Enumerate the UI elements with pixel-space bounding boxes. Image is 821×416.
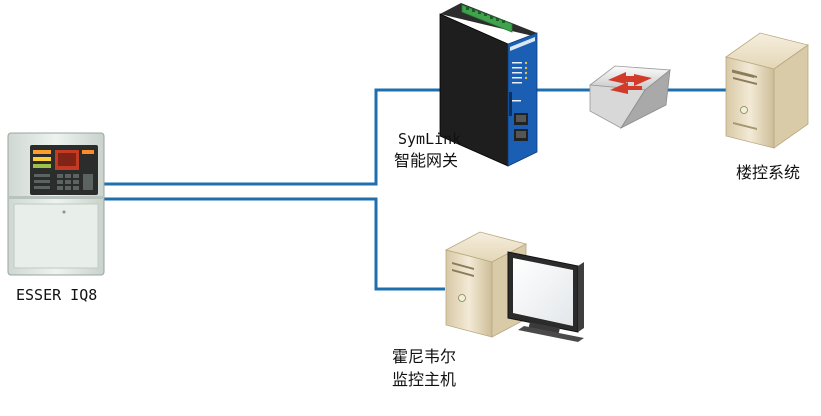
building-control-label: 楼控系统	[736, 163, 801, 182]
building-control-server	[725, 32, 809, 149]
fire-panel-label: ESSER IQ8	[16, 286, 98, 304]
connection-lines	[104, 88, 726, 291]
monitor-host-label-line1: 霍尼韦尔	[392, 347, 457, 366]
network-switch	[588, 65, 672, 130]
line-panel-to-gateway	[104, 88, 445, 186]
gateway-label-line2: 智能网关	[394, 151, 459, 170]
line-panel-to-monitor	[104, 197, 445, 291]
gateway-device	[439, 3, 538, 167]
switch-arrows-icon	[608, 72, 652, 94]
fire-panel-device	[7, 132, 105, 276]
monitoring-host-computer	[444, 231, 584, 342]
gateway-label-line1: SymLink	[398, 130, 462, 148]
monitor-host-label-line2: 监控主机	[392, 370, 457, 389]
